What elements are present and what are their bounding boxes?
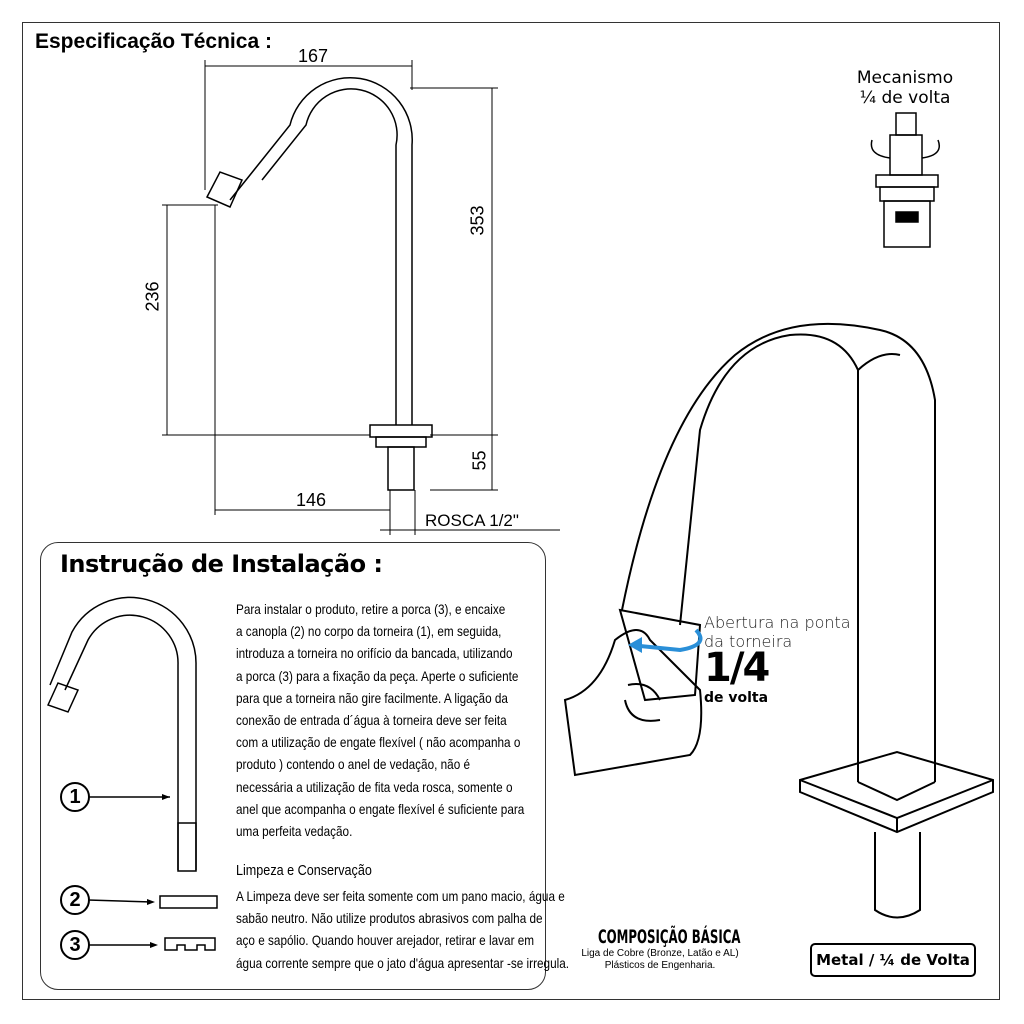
text-line: Para instalar o produto, retire a porca …	[236, 601, 506, 617]
opening-line2: da torneira	[704, 632, 793, 651]
text-line: introduza a torneira no orifício da banc…	[236, 645, 513, 662]
mechanism-line1: Mecanismo	[856, 68, 954, 88]
mechanism-line2: ¼ de volta	[859, 88, 951, 108]
cartridge-icon	[870, 112, 940, 248]
dim-total-height: 353	[467, 205, 488, 236]
thread-label: ROSCA 1/2"	[425, 511, 519, 530]
dim-reach: 146	[296, 490, 327, 510]
composition-title: COMPOSIÇÃO BÁSICA	[598, 926, 741, 948]
cleaning-text: A Limpeza deve ser feita somente com um …	[236, 885, 569, 974]
dim-thread-length: 55	[469, 450, 490, 471]
cleaning-title: Limpeza e Conservação	[236, 862, 372, 879]
text-line: conexão de entrada d´água à torneira dev…	[236, 711, 507, 728]
part-1-label: 1	[60, 782, 90, 812]
dim-spout-height: 236	[142, 281, 163, 312]
text-line: água corrente sempre que o jato d'água a…	[236, 954, 570, 971]
text-line: com a utilização de engate flexível ( nã…	[236, 734, 521, 751]
rotation-arrow-icon	[639, 628, 703, 653]
quarter-unit: de volta	[704, 690, 769, 706]
part-3-label: 3	[60, 930, 90, 960]
mechanism-label: Mecanismo ¼ de volta	[840, 68, 970, 108]
installation-title: Instrução de Instalação :	[60, 550, 383, 578]
composition: COMPOSIÇÃO BÁSICA Liga de Cobre (Bronze,…	[560, 926, 760, 972]
text-line: a porca (3) para a fixação da peça. Aper…	[236, 667, 519, 684]
installation-panel	[40, 542, 546, 990]
opening-label: Abertura na ponta da torneira	[704, 613, 851, 651]
composition-line2: Plásticos de Engenharia.	[604, 960, 716, 971]
part-2-label: 2	[60, 885, 90, 915]
opening-line1: Abertura na ponta	[704, 613, 851, 632]
text-line: A Limpeza deve ser feita somente com um …	[236, 888, 565, 904]
composition-line1: Liga de Cobre (Bronze, Latão e AL)	[581, 948, 739, 959]
text-line: produto ) contendo o anel de vedação, nã…	[236, 756, 471, 773]
text-line: necessária a utilização de fita veda ros…	[236, 778, 513, 795]
dim-width: 167	[298, 46, 329, 66]
text-line: sabão neutro. Não utilize produtos abras…	[236, 910, 543, 927]
quarter-fraction: 1/4	[704, 645, 770, 691]
text-line: para que a torneira não gire facilmente.…	[236, 689, 508, 706]
installation-text: Para instalar o produto, retire a porca …	[236, 598, 538, 842]
product-badge: Metal / ¼ de Volta	[810, 943, 976, 977]
text-line: anel que acompanha o engate flexível é s…	[236, 800, 525, 817]
text-line: aço e sapólio. Quando houver arejador, r…	[236, 932, 535, 949]
page-title: Especificação Técnica :	[35, 30, 272, 53]
text-line: a canopla (2) no corpo da torneira (1), …	[236, 623, 502, 640]
text-line: uma perfeita vedação.	[236, 822, 353, 839]
page-frame	[22, 22, 1000, 1000]
